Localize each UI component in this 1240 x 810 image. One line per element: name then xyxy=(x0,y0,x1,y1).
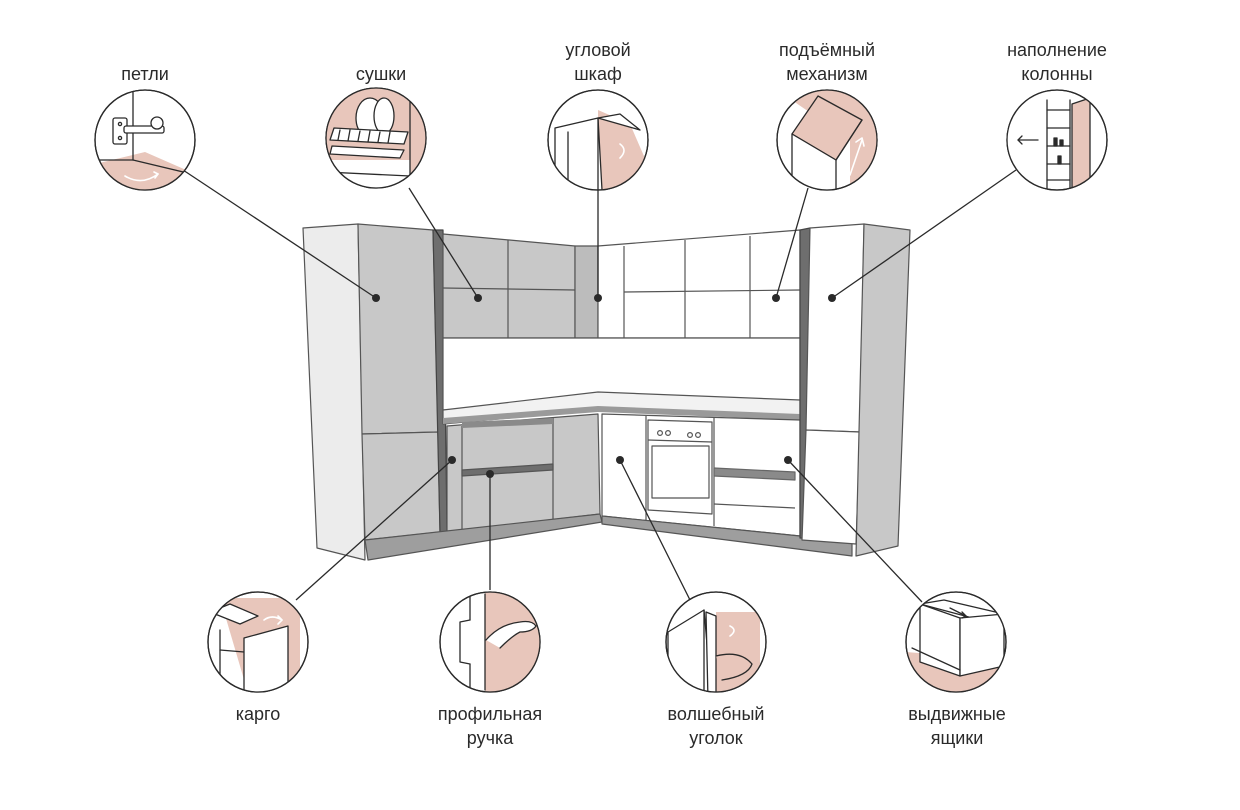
left-tall-column xyxy=(302,223,448,561)
cargo-icon xyxy=(207,591,309,693)
dish-dryer-icon xyxy=(325,87,427,189)
left-upper-cabinets xyxy=(442,233,599,339)
leader-lines xyxy=(179,167,1017,603)
magic-corner-icon xyxy=(665,591,767,693)
label-drawers: выдвижные ящики xyxy=(908,704,1006,748)
right-upper-cabinets xyxy=(597,229,801,339)
leader-dots xyxy=(372,294,836,478)
column-filling-icon xyxy=(1006,89,1108,191)
label-cargo: карго xyxy=(235,704,281,724)
label-lift-mechanism: подъёмный механизм xyxy=(778,40,876,84)
hinge-icon xyxy=(94,89,196,191)
label-hinges: петли xyxy=(121,64,169,84)
profile-handle-icon xyxy=(439,591,541,693)
label-corner-cabinet: угловой шкаф xyxy=(565,40,631,84)
label-column-filling: наполнение колонны xyxy=(1007,40,1107,84)
lift-mechanism-icon xyxy=(776,89,878,191)
label-dryers: сушки xyxy=(355,64,407,84)
drawers-icon xyxy=(905,591,1007,693)
label-magic-corner: волшебный уголок xyxy=(667,704,765,748)
label-profile-handle: профильная ручка xyxy=(437,704,543,748)
corner-cabinet-icon xyxy=(547,89,649,191)
right-base-cabinets xyxy=(601,413,853,557)
right-tall-column xyxy=(799,223,911,557)
left-base-cabinets xyxy=(364,413,603,561)
